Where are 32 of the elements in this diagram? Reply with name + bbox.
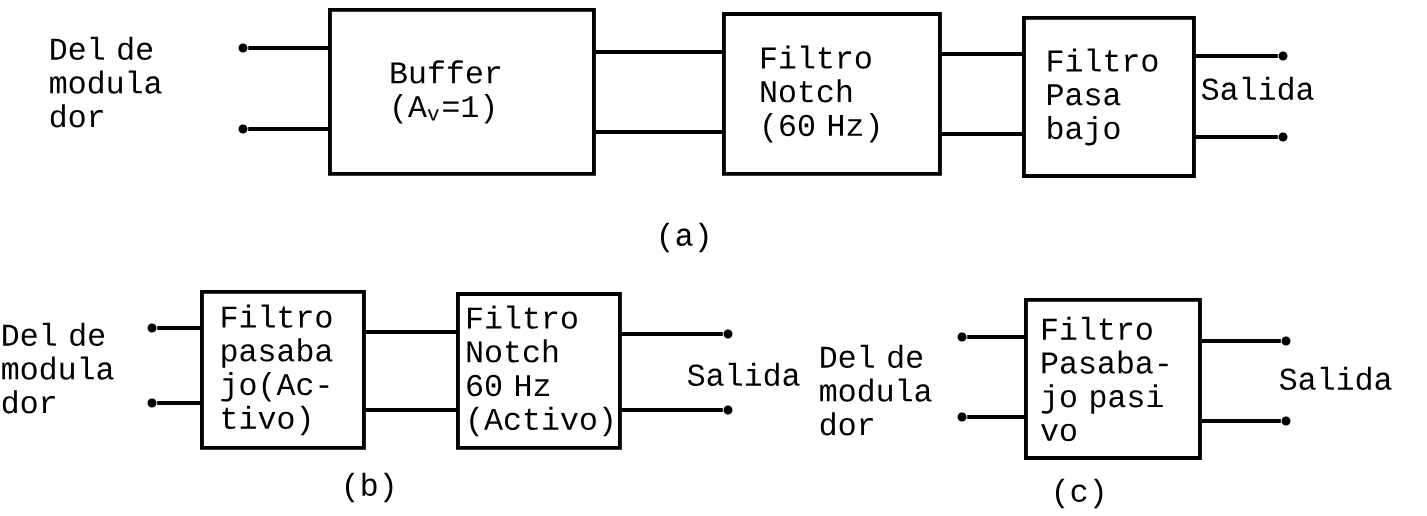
block-box: Filtro Notch 60 Hz (Activo) (456, 292, 622, 450)
wire (595, 130, 722, 134)
block-box: Filtro Notch (60 Hz) (722, 12, 942, 176)
output-label: Salida (1201, 76, 1314, 100)
wire (941, 52, 1022, 56)
panel-caption: (a) (661, 222, 708, 253)
input-label: Del de modula dor (2, 322, 114, 414)
wire (365, 330, 456, 334)
block-box: Filtro Pasa bajo (1022, 16, 1196, 178)
wire (365, 408, 456, 412)
block-box: Buffer (A$_{v}$=1) (328, 8, 596, 176)
output-label: Salida (1279, 366, 1392, 390)
wire (595, 50, 722, 54)
block-box: Filtro Pasaba- jo pasi vo (1024, 298, 1202, 460)
wire (1201, 419, 1281, 423)
wire (1201, 339, 1281, 343)
input-label: Del de modula dor (50, 36, 162, 128)
block-box: Filtro pasaba jo(Ac- tivo) (200, 290, 366, 450)
wire (248, 46, 328, 50)
wire (1195, 54, 1278, 58)
wire (1195, 135, 1278, 139)
wire (621, 408, 723, 412)
panel-caption: (b) (346, 472, 393, 503)
wire (157, 401, 200, 405)
output-label: Salida (687, 362, 800, 386)
wire (967, 335, 1024, 339)
wire (967, 415, 1024, 419)
input-label: Del de modula dor (820, 344, 932, 436)
wire (157, 326, 200, 330)
wire (941, 132, 1022, 136)
wire (621, 332, 723, 336)
wire (248, 127, 328, 131)
